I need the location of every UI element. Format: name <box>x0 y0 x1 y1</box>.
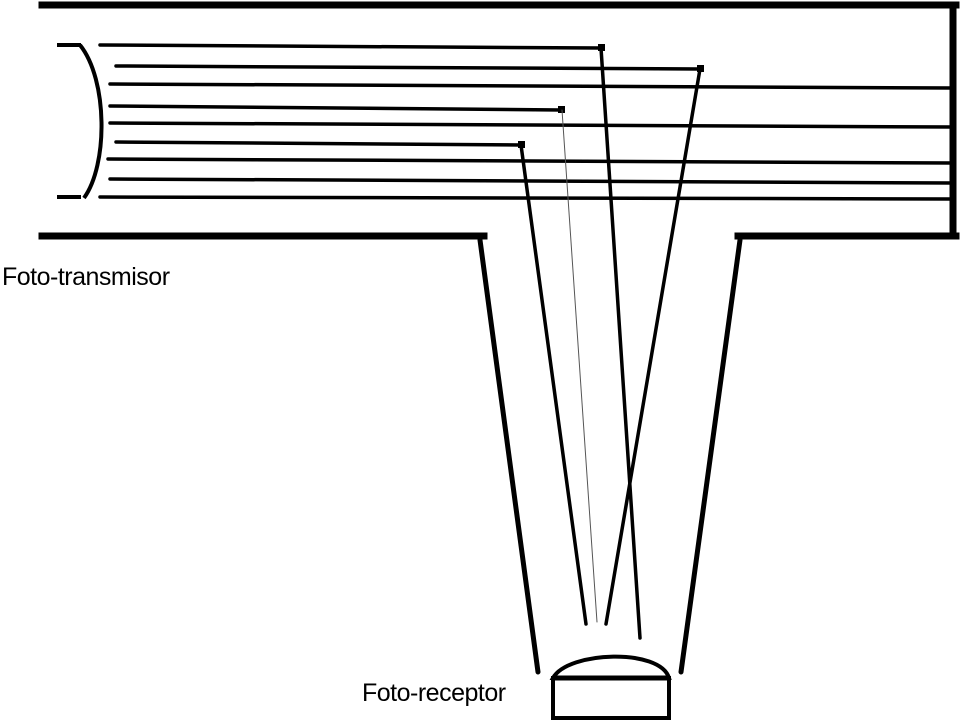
transmitter-lens <box>57 43 104 200</box>
scattered-ray-1 <box>599 46 642 640</box>
scattered-ray-4 <box>519 143 588 626</box>
receiver-body <box>551 676 671 720</box>
funnel-left-wall <box>477 237 541 675</box>
funnel-right-wall <box>678 237 743 675</box>
transmitter-label: Foto-transmisor <box>2 263 170 291</box>
beam-6 <box>114 140 523 147</box>
beam-7 <box>106 157 955 165</box>
receiver-label: Foto-receptor <box>362 679 506 707</box>
scattered-rays <box>519 46 702 640</box>
receiver-assembly <box>549 654 672 720</box>
scattered-ray-3 <box>561 109 598 623</box>
beam-1 <box>98 43 603 50</box>
funnel-walls <box>477 237 743 675</box>
beam-2 <box>114 64 702 71</box>
scatter-point-3 <box>558 106 565 113</box>
receiver-lens <box>549 654 672 680</box>
beam-3 <box>108 82 955 90</box>
beam-8 <box>108 177 955 185</box>
chamber-walls <box>38 1 960 240</box>
scatter-points <box>518 44 704 148</box>
beam-5 <box>108 121 955 129</box>
scattered-ray-2 <box>604 67 702 626</box>
beam-4 <box>108 104 563 112</box>
